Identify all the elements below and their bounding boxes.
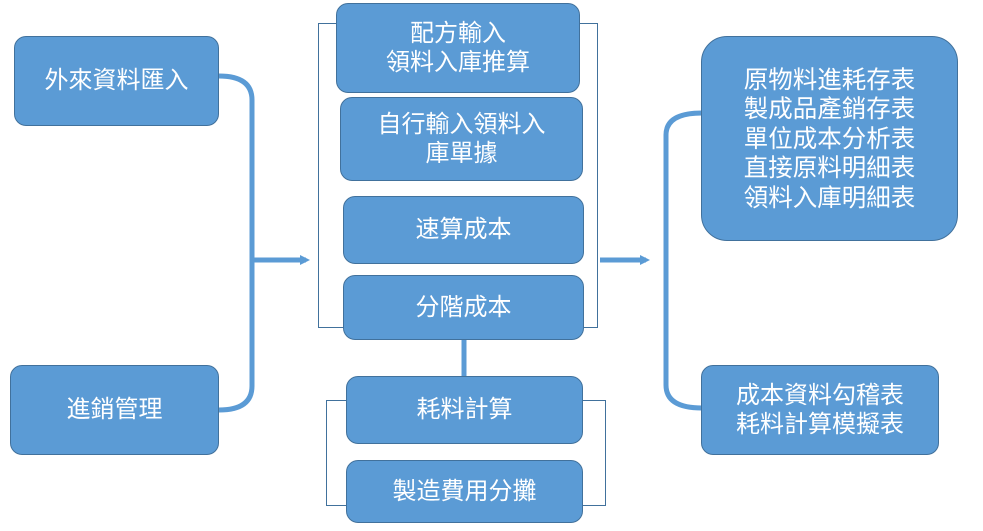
stage-cost-box[interactable]: 分階成本 bbox=[343, 275, 584, 340]
stage-cost-label: 分階成本 bbox=[415, 292, 512, 321]
reports-main-box[interactable]: 原物料進耗存表 製成品產銷存表 單位成本分析表 直接原料明細表 領料入庫明細表 bbox=[701, 36, 958, 241]
right-split-line bbox=[663, 110, 703, 411]
manual-entry-line1: 自行輸入領料入 bbox=[377, 109, 546, 138]
reports-secondary-box[interactable]: 成本資料勾稽表 耗料計算模擬表 bbox=[701, 365, 939, 455]
sales-management-box[interactable]: 進銷管理 bbox=[10, 365, 219, 455]
consumption-calc-label: 耗料計算 bbox=[416, 395, 513, 424]
consumption-calc-box[interactable]: 耗料計算 bbox=[346, 376, 583, 444]
sales-management-label: 進銷管理 bbox=[66, 395, 163, 424]
formula-input-line2: 領料入庫推算 bbox=[386, 48, 530, 76]
report-item: 成本資料勾稽表 bbox=[736, 380, 904, 409]
manual-entry-box[interactable]: 自行輸入領料入 庫單據 bbox=[340, 97, 583, 181]
report-item: 單位成本分析表 bbox=[743, 123, 916, 153]
external-import-box[interactable]: 外來資料匯入 bbox=[14, 36, 219, 126]
left-merge-line bbox=[218, 73, 255, 413]
overhead-allocation-label: 製造費用分攤 bbox=[392, 476, 537, 505]
report-item: 耗料計算模擬表 bbox=[736, 410, 904, 438]
external-import-label: 外來資料匯入 bbox=[44, 66, 189, 95]
quick-cost-label: 速算成本 bbox=[415, 215, 512, 244]
manual-entry-line2: 庫單據 bbox=[425, 139, 498, 167]
report-item: 領料入庫明細表 bbox=[743, 182, 916, 212]
report-item: 直接原料明細表 bbox=[743, 153, 916, 183]
formula-input-line1: 配方輸入 bbox=[410, 18, 506, 47]
overhead-allocation-box[interactable]: 製造費用分攤 bbox=[346, 460, 583, 523]
quick-cost-box[interactable]: 速算成本 bbox=[343, 196, 584, 264]
report-item: 原物料進耗存表 bbox=[743, 65, 916, 95]
report-item: 製成品產銷存表 bbox=[743, 94, 916, 124]
formula-input-box[interactable]: 配方輸入 領料入庫推算 bbox=[336, 3, 580, 93]
